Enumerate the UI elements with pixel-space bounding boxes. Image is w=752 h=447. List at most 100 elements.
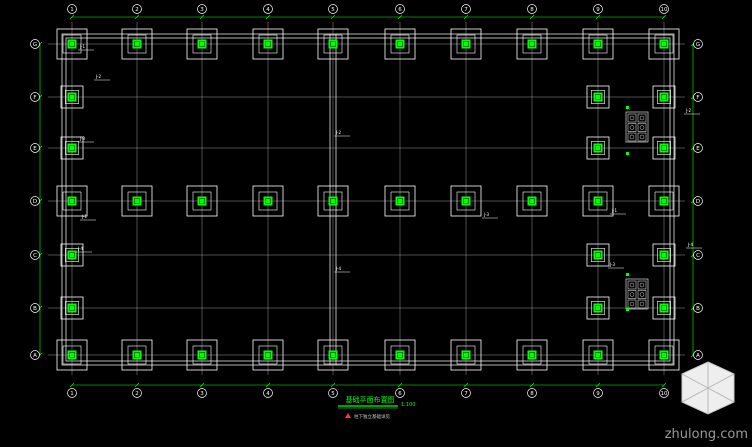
footing-outer [450, 28, 482, 60]
grid-bubble-circle [693, 39, 703, 49]
column-mark [69, 145, 75, 151]
grid-bubble: 4 [263, 4, 273, 14]
dimension-tick [529, 14, 535, 20]
column-pier [328, 350, 338, 360]
column-mark [463, 41, 469, 47]
grid-bubble: 9 [593, 388, 603, 398]
column-pier [461, 196, 471, 206]
dimension-tick [529, 382, 535, 388]
grid-bubble: 7 [461, 4, 471, 14]
column-pier [67, 250, 77, 260]
grid-bubble-label: 3 [200, 391, 204, 397]
footing [516, 339, 548, 371]
footing-tag: J-3 [78, 136, 94, 143]
dimension-tick [199, 382, 205, 388]
column-pier [659, 350, 669, 360]
dimension-tick [397, 14, 403, 20]
grid-bubble-circle [30, 92, 40, 102]
footing [652, 296, 676, 320]
grid-bubble: B [693, 303, 703, 313]
footing-outer [121, 185, 153, 217]
grid-bubble-circle [30, 250, 40, 260]
dimension-tick [69, 382, 75, 388]
column-pier [593, 92, 603, 102]
dimension-tick [265, 382, 271, 388]
grid-bubble-label: 10 [661, 7, 668, 13]
grid-bubble-label: 1 [70, 7, 74, 13]
column-mark [661, 94, 667, 100]
footing-inner [62, 34, 82, 54]
grid-bubble-circle [30, 303, 40, 313]
grid-bubble: G [693, 39, 703, 49]
footing [186, 339, 218, 371]
footing-inner [390, 191, 410, 211]
watermark: zhulong.com [665, 361, 748, 442]
column-pier [328, 39, 338, 49]
footing [384, 185, 416, 217]
grid-bubble: 5 [328, 4, 338, 14]
dimension-tick [661, 14, 667, 20]
footing-inner [127, 345, 147, 365]
footing-outer [317, 185, 349, 217]
footing-inner [456, 191, 476, 211]
footing-outer [56, 185, 88, 217]
footing-inner [588, 191, 608, 211]
column-mark [661, 252, 667, 258]
column-mark [397, 41, 403, 47]
column-pier [67, 39, 77, 49]
tag-label: J-3 [609, 262, 615, 267]
footing-outer [586, 85, 610, 109]
column-mark [199, 352, 205, 358]
footing-outer [586, 296, 610, 320]
footing-inner [657, 248, 671, 262]
grid-bubble-label: 10 [661, 391, 668, 397]
grid-bubble-label: B [696, 306, 700, 312]
grid-bubble-label: D [696, 199, 700, 205]
detail-cell [637, 132, 647, 142]
footing-inner [62, 191, 82, 211]
grid-bubble-circle [30, 39, 40, 49]
grid-bubble: 10 [659, 388, 669, 398]
grid-bubble-circle [395, 388, 405, 398]
footing-inner [323, 34, 343, 54]
footing [56, 339, 88, 371]
title-block: 基础平面布置图 1:100 柱下独立基础详见 [338, 395, 415, 420]
column-pier [67, 143, 77, 153]
footing-inner [65, 248, 79, 262]
footing [384, 28, 416, 60]
footing-inner [591, 90, 605, 104]
column-mark [595, 198, 601, 204]
grid-bubble-label: 2 [135, 7, 139, 13]
grid-bubble: 9 [593, 4, 603, 14]
column-pier [67, 196, 77, 206]
detail-frame [625, 111, 649, 143]
footing-tag: J-1 [610, 208, 626, 215]
dimension-tick [265, 14, 271, 20]
grid-bubble-label: G [696, 42, 700, 48]
grid-bubble: 8 [527, 4, 537, 14]
grid-bubble-circle [30, 143, 40, 153]
footing-outer [652, 85, 676, 109]
column-mark [529, 352, 535, 358]
footing-inner [522, 191, 542, 211]
footing [121, 339, 153, 371]
footing-inner [591, 141, 605, 155]
grid-bubble: 1 [67, 388, 77, 398]
footing-inner [654, 34, 674, 54]
footing-tag: J-2 [334, 130, 350, 137]
grid-bubble-circle [527, 4, 537, 14]
grid-bubble-circle [263, 4, 273, 14]
column-pier [67, 350, 77, 360]
footing-outer [252, 185, 284, 217]
grid-bubble-label: 3 [200, 7, 204, 13]
grid-bubble-label: C [33, 253, 37, 259]
footing-inner [390, 34, 410, 54]
footing-outer [60, 136, 84, 160]
footing [586, 136, 610, 160]
note-marker-icon [345, 413, 351, 418]
footing-tag: J-1 [78, 44, 94, 51]
column-mark [134, 352, 140, 358]
footing-outer [586, 136, 610, 160]
detail-cell [627, 280, 637, 290]
dimension-tick [595, 14, 601, 20]
